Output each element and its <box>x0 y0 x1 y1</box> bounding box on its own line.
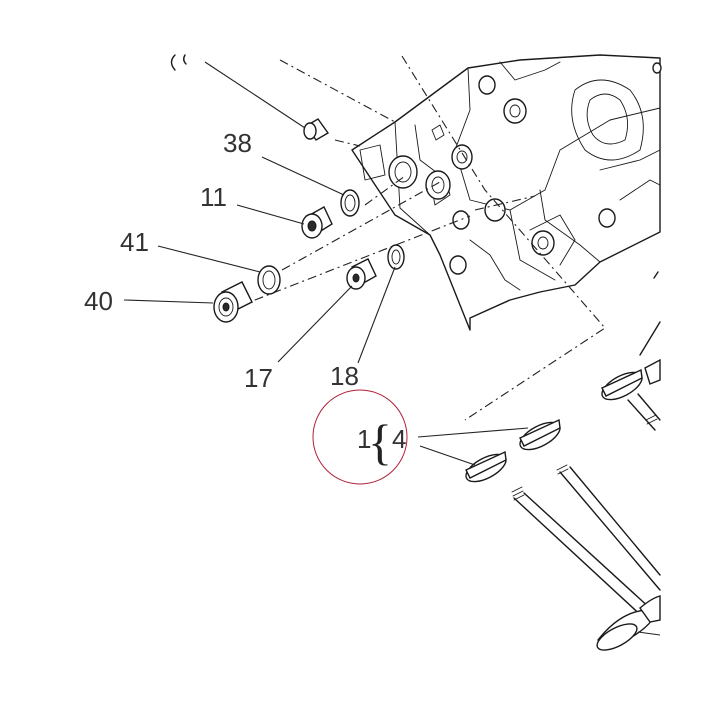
valve-right <box>519 418 661 591</box>
highlight-circle <box>312 389 408 485</box>
leader-lines <box>123 61 529 466</box>
part-17-plug <box>346 258 377 290</box>
leader-41 <box>157 245 261 273</box>
label-18: 18 <box>330 361 359 391</box>
valve-left <box>465 450 653 621</box>
leader-17 <box>277 285 353 363</box>
valve-partial-right <box>601 271 661 431</box>
label-38: 38 <box>223 128 252 158</box>
part-labels: 38 11 41 40 17 18 1 { 4 <box>84 128 406 470</box>
leader-partial-top <box>204 61 306 129</box>
valve-head-bottom <box>596 595 661 651</box>
part-40-plug <box>213 281 253 323</box>
part-41-seal-ring <box>257 265 281 295</box>
label-17: 17 <box>244 363 273 393</box>
leader-38 <box>261 156 345 196</box>
cylinder-head <box>351 54 662 331</box>
part-11-plug <box>301 206 333 239</box>
label-40: 40 <box>84 286 113 316</box>
leader-4-left <box>419 445 476 466</box>
leader-40 <box>123 299 214 304</box>
leader-4-right <box>417 427 529 438</box>
label-11: 11 <box>200 182 227 212</box>
label-4: 4 <box>392 424 406 454</box>
label-41: 41 <box>120 227 149 257</box>
part-18-seal-ring <box>387 244 405 270</box>
leader-11 <box>236 204 305 225</box>
label-brace: { <box>368 414 392 470</box>
dowel-pin <box>303 118 330 141</box>
label-group-qty: 1 <box>357 424 371 454</box>
part-38-seal-ring <box>340 189 360 217</box>
partial-part-top-left <box>170 54 187 71</box>
leader-18 <box>357 266 396 364</box>
